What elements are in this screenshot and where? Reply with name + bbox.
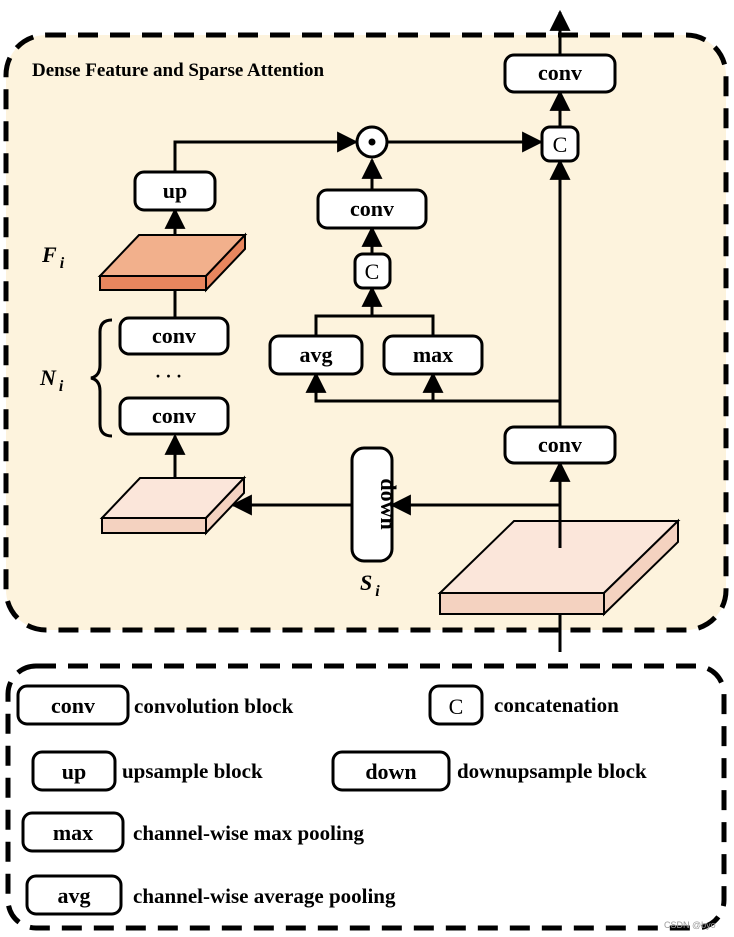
legend-conv-description: convolution block [134, 694, 294, 718]
conv-mid-box [316, 188, 428, 230]
legend-down-symbol: down [365, 759, 416, 784]
legend-avg-symbol: avg [58, 883, 91, 908]
legend-avg-description: channel-wise average pooling [133, 884, 396, 908]
legend-up-symbol: up [62, 759, 86, 784]
connector-lines [164, 9, 571, 652]
conv-top-label: conv [538, 60, 582, 85]
up-box [133, 170, 217, 212]
conv-right-box [503, 425, 617, 465]
down-box [350, 446, 394, 563]
legend-conv-box [16, 684, 130, 726]
legend-down-description: downupsample block [457, 759, 647, 783]
conv-mid-label: conv [350, 196, 394, 221]
concat-top-box [540, 125, 580, 163]
legend-avg-box [25, 874, 123, 916]
avg-box [268, 334, 364, 376]
legend-container [5, 663, 727, 931]
conv-n1-box [118, 316, 230, 356]
watermark: CSDN @byo [664, 920, 716, 930]
legend-up-description: upsample block [122, 759, 263, 783]
legend-conv-symbol: conv [51, 693, 95, 718]
legend-max-symbol: max [53, 820, 93, 845]
line-up-to-multiply [173, 131, 359, 172]
concat-mid-box [353, 252, 392, 290]
conv-right-label: conv [538, 432, 582, 457]
conv-n1-label: conv [152, 323, 196, 348]
legend-down-box [331, 750, 451, 792]
feature-map-f [97, 232, 248, 293]
concat-top-label: C [553, 132, 568, 157]
legend-concat-symbol: C [449, 694, 464, 719]
module-title: Dense Feature and Sparse Attention [32, 60, 324, 81]
legend-concat-box [428, 684, 484, 726]
down-label: down [376, 478, 401, 529]
legend-concat-description: concatenation [494, 693, 619, 717]
legend-up-box [31, 750, 117, 792]
legend-max-description: channel-wise max pooling [133, 821, 365, 845]
conv-n2-box [118, 396, 230, 436]
max-box [382, 334, 484, 376]
legend-max-box [21, 811, 125, 853]
line-pooling-join [314, 314, 435, 336]
input-feature-map [437, 518, 681, 617]
avg-label: avg [300, 342, 333, 367]
multiply-dot [368, 138, 376, 146]
up-label: up [163, 178, 187, 203]
brace-n [90, 318, 113, 438]
conv-n2-label: conv [152, 403, 196, 428]
conv-top-box [503, 53, 617, 94]
max-label: max [413, 342, 453, 367]
small-input-map [99, 475, 247, 536]
ellipsis-label: · · · [155, 366, 182, 386]
concat-mid-label: C [365, 259, 380, 284]
